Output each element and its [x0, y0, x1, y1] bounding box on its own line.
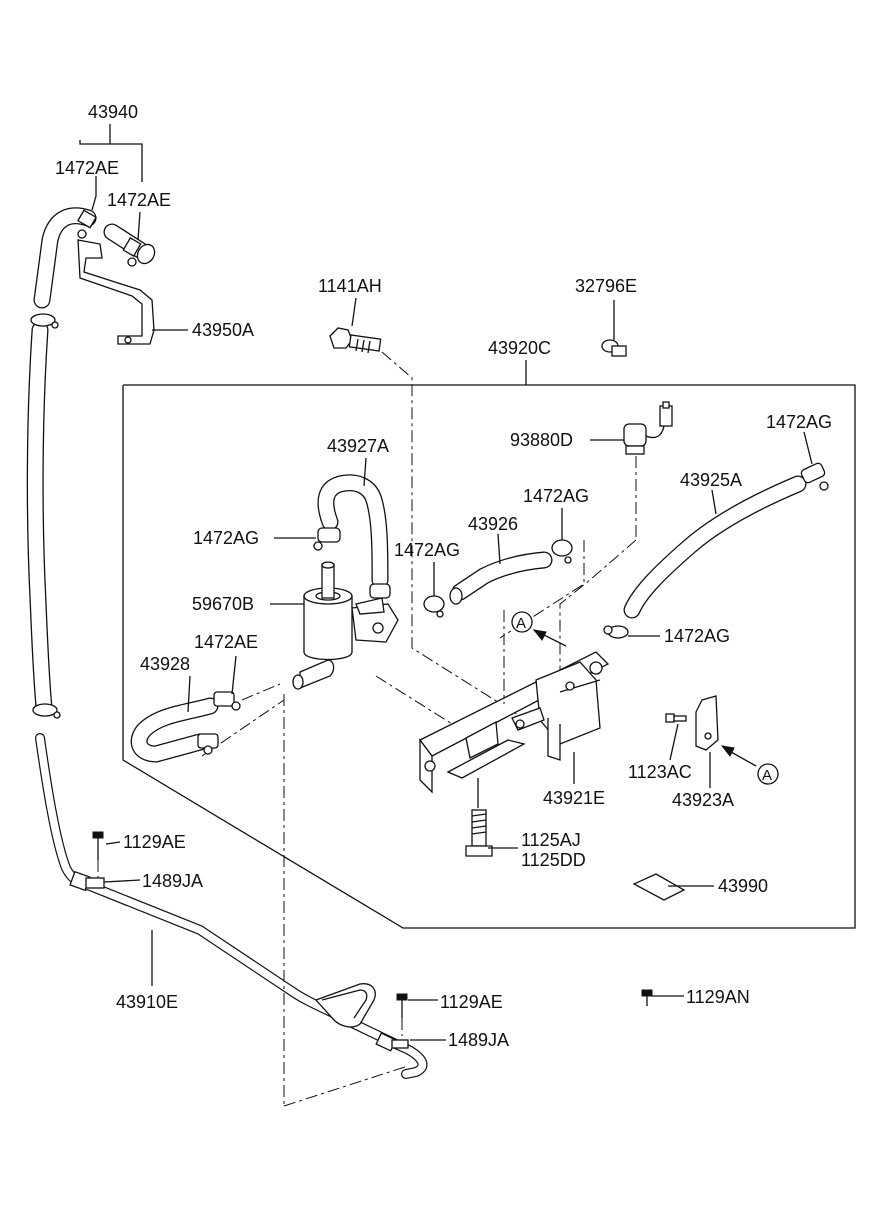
bolt-1129AE-a [92, 831, 104, 878]
label-1472AG-c: 1472AG [193, 528, 259, 548]
bolt-1141AH [329, 327, 382, 354]
label-43921E: 43921E [543, 788, 605, 808]
clamp-1472AG-43927A [369, 583, 391, 599]
label-59670B: 59670B [192, 594, 254, 614]
clamp-1472AE-43928-b [197, 733, 219, 755]
clamp-1489JA-a [69, 870, 105, 892]
bracket-43923A [695, 695, 719, 751]
clamp-1472AG-lower-right [603, 625, 629, 639]
label-32796E: 32796E [575, 276, 637, 296]
sensor-93880D [623, 401, 673, 455]
clamp-1472AG-mid [423, 595, 445, 618]
label-1472AE-b: 1472AE [107, 190, 171, 210]
label-43926: 43926 [468, 514, 518, 534]
label-43940: 43940 [88, 102, 138, 122]
label-1472AE-c: 1472AE [194, 632, 258, 652]
label-1472AG-b: 1472AG [523, 486, 589, 506]
bracket-43950A [77, 239, 155, 345]
label-43910E: 43910E [116, 992, 178, 1012]
part-32796E [601, 339, 627, 357]
label-ref-A-2: A [762, 767, 772, 784]
label-1129AE-b: 1129AE [440, 992, 503, 1012]
leader-93880D-b [559, 539, 637, 676]
bolt-1129AN [641, 989, 653, 1006]
label-1125AJ: 1125AJ [521, 830, 581, 850]
label-1489JA-a: 1489JA [142, 871, 203, 891]
label-1472AE-a: 1472AE [55, 158, 119, 178]
label-43920C: 43920C [488, 338, 551, 358]
clamp-left-2 [32, 703, 61, 719]
pipe-43910E [35, 733, 428, 1079]
clamp-1472AE-43928-a [213, 691, 241, 711]
bracket-43921E [419, 651, 610, 794]
label-43990: 43990 [718, 876, 768, 896]
clamp-left-1 [30, 313, 59, 329]
label-1489JA-b: 1489JA [448, 1030, 509, 1050]
hose-43925A [623, 475, 807, 619]
leader-pipe-return [283, 1065, 409, 1107]
hose-43928 [130, 697, 219, 763]
clamp-1489JA-b [375, 1032, 409, 1052]
label-plate-43990 [632, 873, 686, 901]
label-43927A: 43927A [327, 436, 389, 456]
label-ref-A-1: A [516, 615, 526, 632]
hose-43926 [449, 551, 553, 605]
ref-arrow-A-2 [720, 745, 779, 785]
label-1123AC: 1123AC [628, 762, 692, 782]
clamp-1472AE-upper-2 [122, 237, 142, 267]
label-1125DD: 1125DD [521, 850, 586, 870]
leader-lines [79, 124, 813, 1041]
leader-43928-top [241, 683, 281, 701]
leader-1141AH [381, 351, 521, 717]
label-43923A: 43923A [672, 790, 734, 810]
bolt-1125AJ [465, 809, 493, 857]
ref-arrow-A-1 [511, 611, 567, 647]
label-1472AG-a: 1472AG [766, 412, 832, 432]
label-43925A: 43925A [680, 470, 742, 490]
clamp-1472AG-43926 [551, 539, 573, 564]
clamp-1472AE-upper-1 [77, 209, 97, 239]
hose-43927A [317, 474, 389, 589]
part-labels: 43940 1472AE 1472AE 43950A 1141AH 32796E… [55, 102, 832, 1050]
leader-canister-bracket [375, 675, 469, 735]
label-93880D: 93880D [510, 430, 573, 450]
label-1129AN: 1129AN [686, 987, 750, 1007]
clamp-1472AG-canister [313, 527, 341, 551]
bolt-1129AE-b [396, 993, 408, 1036]
label-43928: 43928 [140, 654, 190, 674]
canister-59670B [292, 561, 399, 690]
label-1129AE-a: 1129AE [123, 832, 186, 852]
label-43950A: 43950A [192, 320, 254, 340]
label-1141AH: 1141AH [318, 276, 382, 296]
label-1472AG-d: 1472AG [394, 540, 460, 560]
label-1472AG-e: 1472AG [664, 626, 730, 646]
clamp-1472AG-right [800, 462, 829, 491]
bolt-1123AC [665, 713, 687, 723]
assembly-boundary [122, 384, 856, 929]
